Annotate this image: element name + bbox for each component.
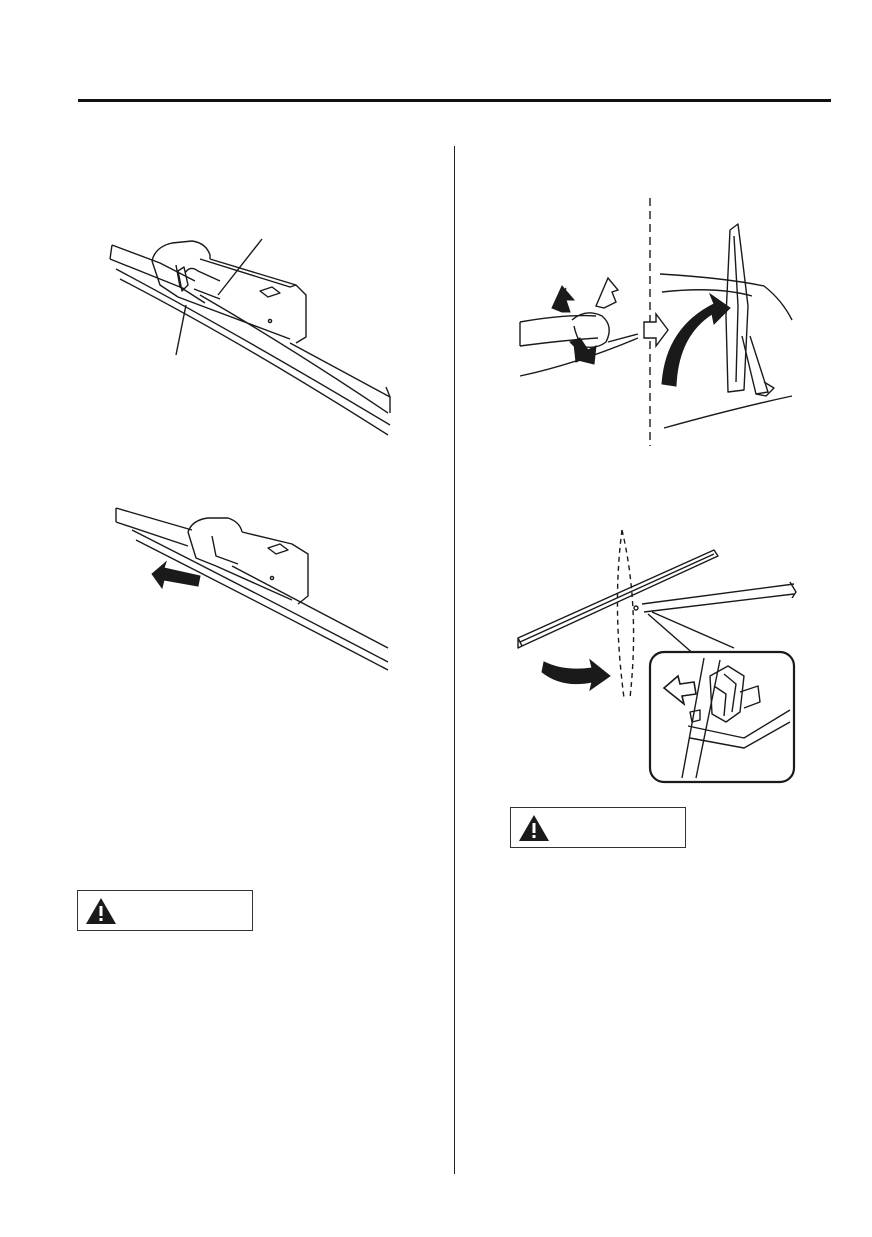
warning-triangle-icon [86, 898, 116, 924]
warning-triangle-icon [519, 815, 549, 841]
rear-blade-removal-figure [514, 526, 804, 788]
rotate-direction-arrow-icon [541, 658, 611, 692]
lift-direction-arrows-icon [551, 285, 731, 387]
warning-box-right [510, 807, 686, 848]
detail-inset-frame [648, 650, 796, 784]
header-rule [78, 99, 831, 102]
column-divider [454, 146, 455, 1174]
press-direction-arrow-icon [662, 674, 697, 707]
slide-direction-arrow-icon [151, 560, 201, 590]
rear-wiper-arm-lift-figure [516, 196, 801, 451]
warning-box [77, 890, 253, 931]
wiper-blade-release-figure [100, 225, 400, 436]
wiper-blade-removal-figure [112, 500, 392, 675]
